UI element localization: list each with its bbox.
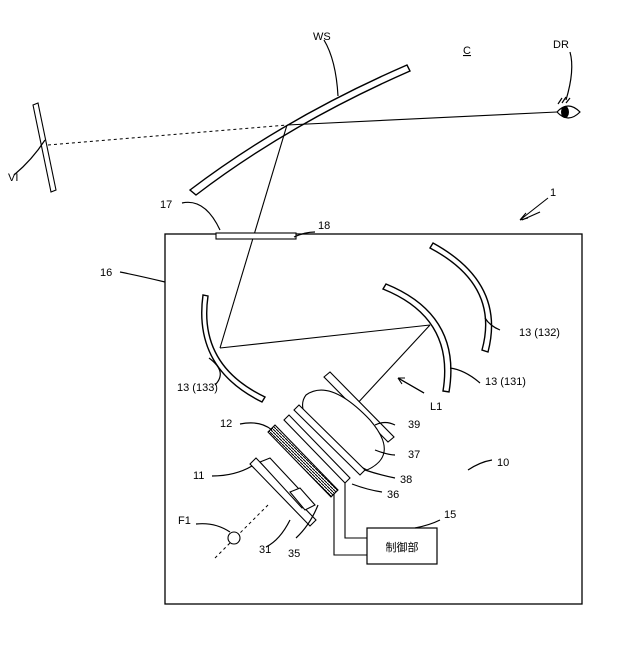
arrow-1-icon xyxy=(520,198,548,220)
mirror-132 xyxy=(430,243,492,352)
label-l1: L1 xyxy=(430,401,442,413)
label-vi: VI xyxy=(8,172,18,184)
leader-lines xyxy=(14,40,572,547)
label-12: 12 xyxy=(220,418,232,430)
label-37: 37 xyxy=(408,449,420,461)
fixture-f1 xyxy=(228,532,240,544)
arrow-l1-icon xyxy=(398,378,424,393)
label-1: 1 xyxy=(550,187,556,199)
virtual-image-plate xyxy=(33,103,56,192)
label-c: C xyxy=(463,45,471,57)
wire-36 xyxy=(345,483,367,538)
label-13-132: 13 (132) xyxy=(519,327,560,339)
virtual-image-ray xyxy=(48,125,287,145)
label-f1: F1 xyxy=(178,515,191,527)
label-dr: DR xyxy=(553,39,569,51)
eye-icon xyxy=(557,97,580,118)
label-31: 31 xyxy=(259,544,271,556)
mirror-131 xyxy=(383,284,451,392)
ray-to-driver xyxy=(287,112,557,125)
label-38: 38 xyxy=(400,474,412,486)
label-ws: WS xyxy=(313,31,331,43)
label-13-131: 13 (131) xyxy=(485,376,526,388)
optical-stack xyxy=(250,372,394,526)
label-13-133: 13 (133) xyxy=(177,382,218,394)
label-35: 35 xyxy=(288,548,300,560)
cover-window xyxy=(216,233,296,239)
controller-label: 制御部 xyxy=(386,540,419,554)
label-11: 11 xyxy=(193,470,204,482)
label-17: 17 xyxy=(160,199,172,211)
label-10: 10 xyxy=(497,457,509,469)
ray-mirror-133-to-131 xyxy=(220,325,430,348)
label-16: 16 xyxy=(100,267,112,279)
label-18: 18 xyxy=(318,220,330,232)
label-39: 39 xyxy=(408,419,420,431)
wire-35 xyxy=(334,494,367,555)
label-15: 15 xyxy=(444,509,456,521)
label-36: 36 xyxy=(387,489,399,501)
